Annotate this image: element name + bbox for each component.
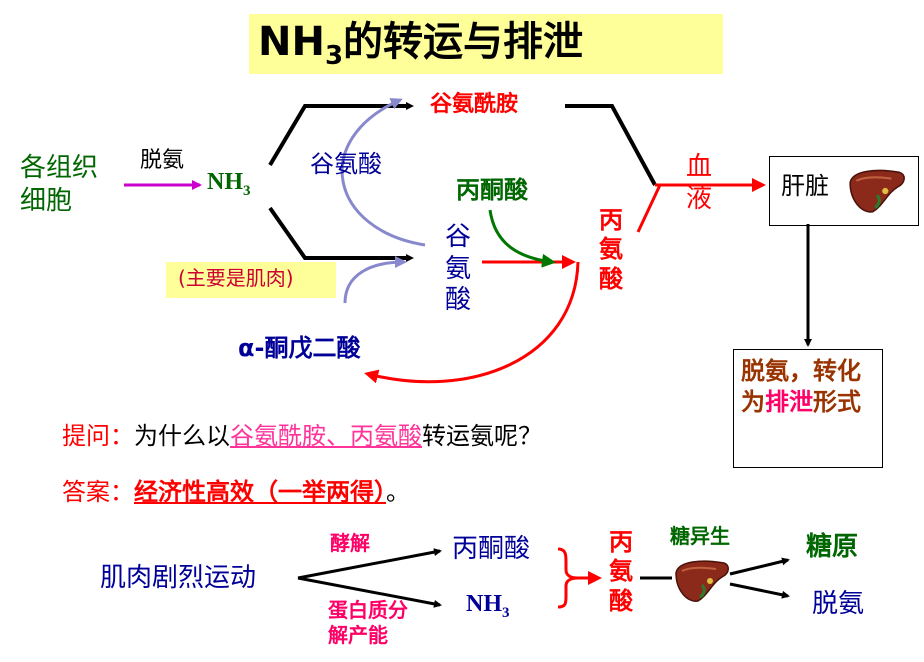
glutamate-top-label: 谷氨酸 [310,150,382,178]
alpha-ketoglutarate-label: α-酮戊二酸 [238,334,361,362]
red-return-arrow [364,261,580,384]
muscle-pyruvate-label: 丙酮酸 [452,534,531,564]
gluconeogenesis-label: 糖异生 [670,524,730,548]
liver-note-box [733,349,883,468]
nh3-label: NH3 [207,169,251,199]
muscle-source-label: 肌肉剧烈运动 [100,563,257,593]
liver-organ-icon [849,169,905,213]
liver-to-glycogen-arrow [729,557,790,576]
question-line: 提问：为什么以谷氨酰胺、丙氨酸转运氨呢？ [62,422,542,450]
liver-to-deamination-arrow [729,582,790,599]
muscle-lower-line [297,576,442,608]
muscle-deamination-label: 脱氨 [812,589,865,619]
liver-label: 肝脏 [781,172,829,200]
alanine-to-blood-line [636,184,662,233]
glutamate-vertical-label: 谷氨酸 [444,222,471,316]
muscle-liver-icon [675,560,729,602]
glutamine-to-blood-line [565,104,657,186]
liver-note: 脱氨，转化为排泄形式 [741,357,861,417]
red-brace [557,547,579,609]
split-lower-line [268,206,410,260]
pyruvate-green-arrow [488,209,556,268]
lavender-lower-curve [343,256,407,304]
glutamine-label: 谷氨酰胺 [430,92,519,117]
glycogen-label: 糖原 [806,532,859,562]
muscle-nh3-label: NH3 [466,591,510,621]
glycolysis-label: 酵解 [330,531,370,555]
muscle-alanine-vertical-label: 丙氨酸 [609,528,633,615]
blood-vertical-label: 血液 [685,152,712,214]
main-note-banner [166,262,336,298]
source-cells-label: 各组织 细胞 [20,153,99,216]
title-banner [249,14,723,74]
protein-label: 蛋白质分 解产能 [328,598,408,647]
lavender-upper-curve [340,98,426,247]
liver-box [769,156,919,226]
page-title: NH3的转运与排泄 [258,19,584,71]
alanine-vertical-label: 丙氨酸 [599,206,623,293]
answer-line: 答案：经济性高效（一举两得）。 [62,478,410,506]
deamination-label: 脱氨 [140,148,185,173]
split-upper-line [268,104,410,167]
main-note-label: (主要是肌肉) [178,266,294,290]
pyruvate-label: 丙酮酸 [456,176,528,204]
muscle-upper-line [297,548,442,580]
